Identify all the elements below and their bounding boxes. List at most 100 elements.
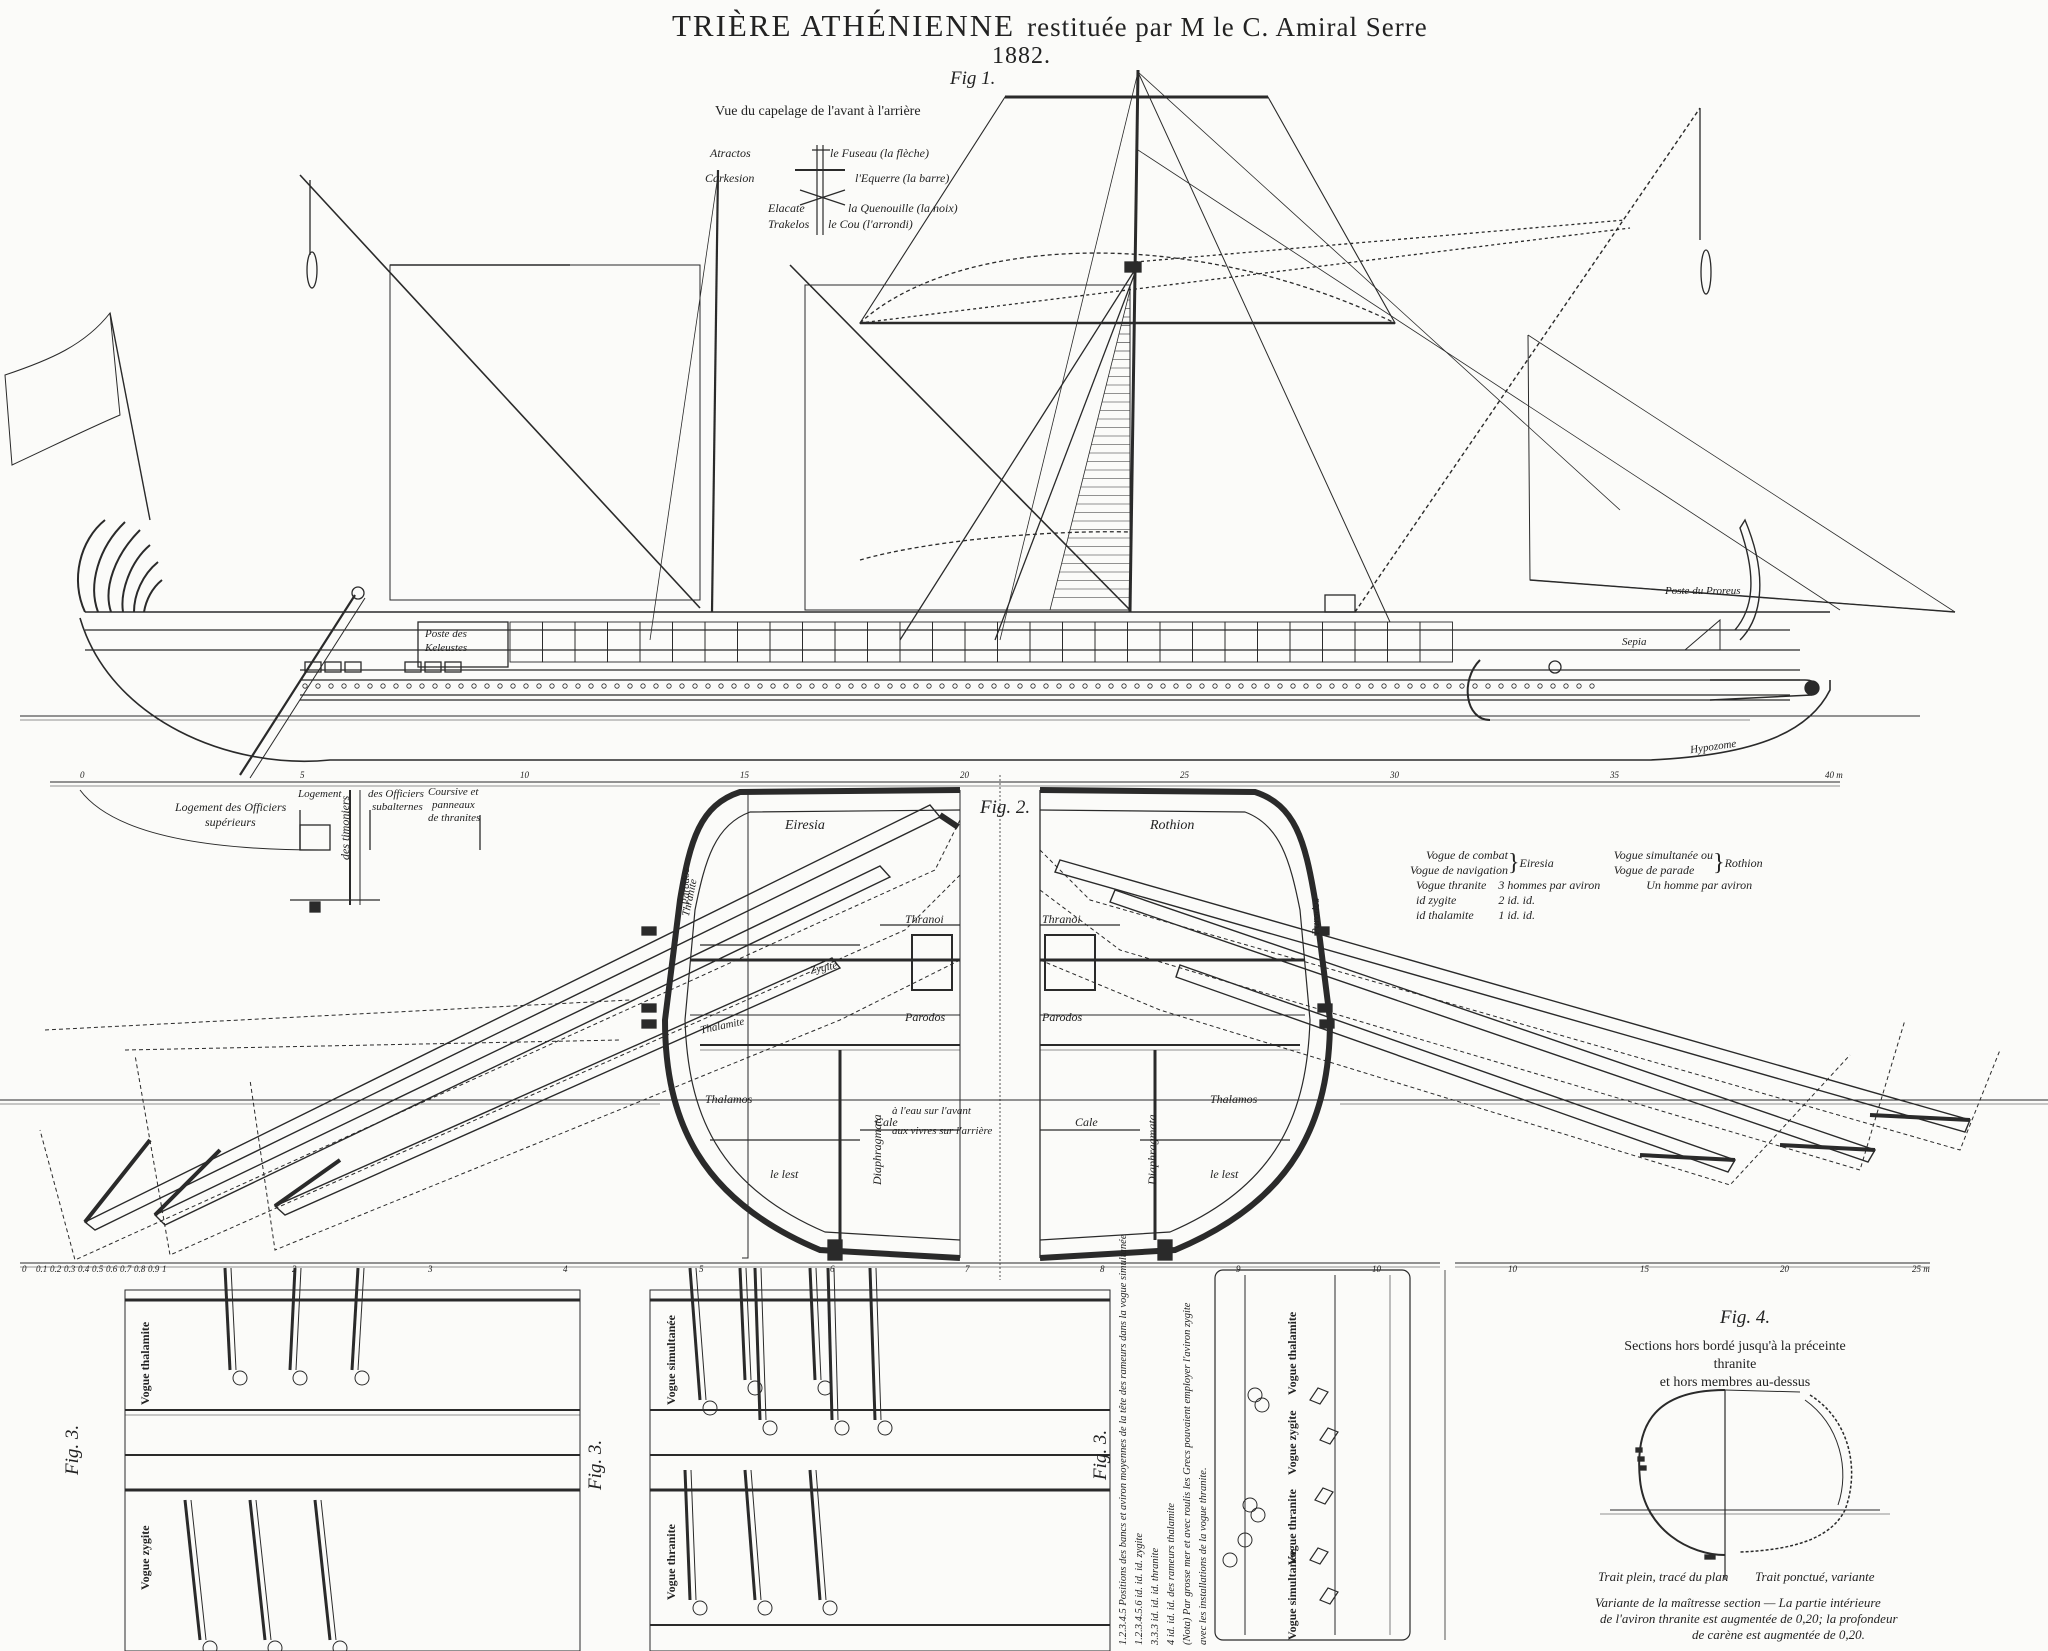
outrigger-panel bbox=[1387, 621, 1421, 663]
oar-port bbox=[900, 683, 906, 689]
outrigger-panel bbox=[639, 621, 673, 663]
fig3-panel-b-oars bbox=[683, 1267, 893, 1616]
fig2-legend: Vogue de combat Vogue de navigation } Ei… bbox=[1410, 848, 1763, 923]
panel-c-label-1: Vogue thalamite bbox=[1285, 1311, 1299, 1395]
oar-port bbox=[1238, 683, 1244, 689]
oar-port bbox=[731, 683, 737, 689]
oar-port bbox=[1095, 683, 1101, 689]
fig3-scale-mark: 15 bbox=[1640, 1264, 1649, 1274]
oar-stroke bbox=[745, 1267, 752, 1381]
diaphragmata-right: Diaphragmata bbox=[1145, 1114, 1159, 1185]
outrigger-panel bbox=[574, 621, 608, 663]
fig3-scale-mark: 0.9 bbox=[148, 1264, 160, 1274]
fig3-scale-mark: 20 bbox=[1780, 1264, 1789, 1274]
oar-port bbox=[796, 683, 802, 689]
outrigger-panel bbox=[1062, 621, 1096, 663]
oar-port bbox=[484, 683, 490, 689]
oar-port bbox=[1537, 683, 1543, 689]
fig4-heading: Sections hors bordé jusqu'à la préceinte… bbox=[1605, 1338, 1865, 1392]
oar-port bbox=[1329, 683, 1335, 689]
oar-stroke bbox=[815, 1267, 822, 1381]
oar-port bbox=[601, 683, 607, 689]
outrigger-panel bbox=[1224, 621, 1258, 663]
oar-arcs-right bbox=[1039, 849, 2001, 1186]
oar-port bbox=[536, 683, 542, 689]
oar-port bbox=[1485, 683, 1491, 689]
fig3-scale-mark: 0.8 bbox=[134, 1264, 146, 1274]
outrigger-panel bbox=[834, 621, 868, 663]
oar-port bbox=[627, 683, 633, 689]
outrigger-panel bbox=[1289, 621, 1323, 663]
cale-right: Cale bbox=[1075, 1115, 1098, 1129]
oar-ports bbox=[302, 683, 1595, 689]
oar-port bbox=[965, 683, 971, 689]
fig1-scale-mark: 25 bbox=[1180, 770, 1189, 780]
oar-port bbox=[952, 683, 958, 689]
oars-left bbox=[83, 804, 960, 1231]
oar-port bbox=[718, 683, 724, 689]
oar-stroke bbox=[738, 1267, 747, 1381]
fig3-note: 1.2.3.4.5.6 id. id. id. zygite bbox=[1134, 1533, 1145, 1645]
timoniers-label: des timoniers bbox=[338, 795, 352, 860]
outrigger-panel bbox=[672, 621, 706, 663]
oar-port bbox=[1576, 683, 1582, 689]
oar-port bbox=[1316, 683, 1322, 689]
oar-port bbox=[575, 683, 581, 689]
fig3-panel-c-details bbox=[1222, 1387, 1339, 1605]
variante-3: de carène est augmentée de 0,20. bbox=[1692, 1627, 1865, 1642]
oar-port bbox=[744, 683, 750, 689]
oar-port bbox=[1420, 683, 1426, 689]
rower-position bbox=[747, 1380, 763, 1396]
oar-stroke bbox=[223, 1267, 232, 1371]
fig3-note: 4 id. id. id. des rameurs thalamite bbox=[1166, 1502, 1177, 1645]
rower-position bbox=[702, 1400, 718, 1416]
cross-section-left bbox=[641, 787, 961, 1261]
fig3-scale-mark: 2 bbox=[292, 1264, 297, 1274]
oar-arcs-left bbox=[39, 819, 961, 1261]
oar-port bbox=[1433, 683, 1439, 689]
oar-stroke bbox=[833, 1267, 839, 1421]
rower-position bbox=[762, 1420, 778, 1436]
oar-port bbox=[1212, 683, 1218, 689]
outrigger-panel bbox=[769, 621, 803, 663]
oar-port bbox=[1589, 683, 1595, 689]
cale-left: Cale bbox=[875, 1115, 898, 1129]
panel-a-label-2: Vogue zygite bbox=[138, 1525, 152, 1590]
oar-port bbox=[705, 683, 711, 689]
rower-position bbox=[267, 1640, 283, 1651]
oar-port bbox=[1524, 683, 1530, 689]
legend-vogue-combat: Vogue de combat bbox=[1426, 848, 1508, 862]
outrigger-panel bbox=[932, 621, 966, 663]
oar-stroke bbox=[255, 1499, 272, 1641]
oar-port bbox=[1459, 683, 1465, 689]
oar-stroke bbox=[743, 1469, 757, 1601]
legend-brace-2: } bbox=[1713, 849, 1725, 876]
cale-note-1: à l'eau sur l'avant bbox=[892, 1105, 971, 1117]
oar-stroke bbox=[695, 1267, 707, 1401]
outrigger-panel bbox=[1192, 621, 1226, 663]
oar-port bbox=[1472, 683, 1478, 689]
fig1-scale-mark: 0 bbox=[80, 770, 85, 780]
rower-position bbox=[1237, 1532, 1253, 1548]
oar-port bbox=[1498, 683, 1504, 689]
rig-right-2: l'Equerre (la barre) bbox=[855, 171, 950, 185]
rower-position bbox=[834, 1420, 850, 1436]
oar-port bbox=[1550, 683, 1556, 689]
outrigger-panel bbox=[899, 621, 933, 663]
fig1-scale-mark: 5 bbox=[300, 770, 305, 780]
fig3-label-a: Fig. 3. bbox=[62, 1424, 83, 1475]
rower-position bbox=[822, 1600, 838, 1616]
oar-port bbox=[367, 683, 373, 689]
oar-port bbox=[1355, 683, 1361, 689]
panel-c-label-2: Vogue zygite bbox=[1285, 1410, 1299, 1475]
oar-port bbox=[783, 683, 789, 689]
fig3-note: (Nota) Par grosse mer et avec roulis les… bbox=[1182, 1302, 1193, 1645]
oar-stroke bbox=[288, 1267, 297, 1371]
fig1-label: Fig 1. bbox=[950, 68, 996, 89]
oar-port bbox=[588, 683, 594, 689]
oar-port bbox=[1446, 683, 1452, 689]
thalamos-right: Thalamos bbox=[1210, 1092, 1258, 1106]
outrigger-panel bbox=[1159, 621, 1193, 663]
fig3-label-b: Fig. 3. bbox=[585, 1439, 606, 1490]
oar-port bbox=[848, 683, 854, 689]
